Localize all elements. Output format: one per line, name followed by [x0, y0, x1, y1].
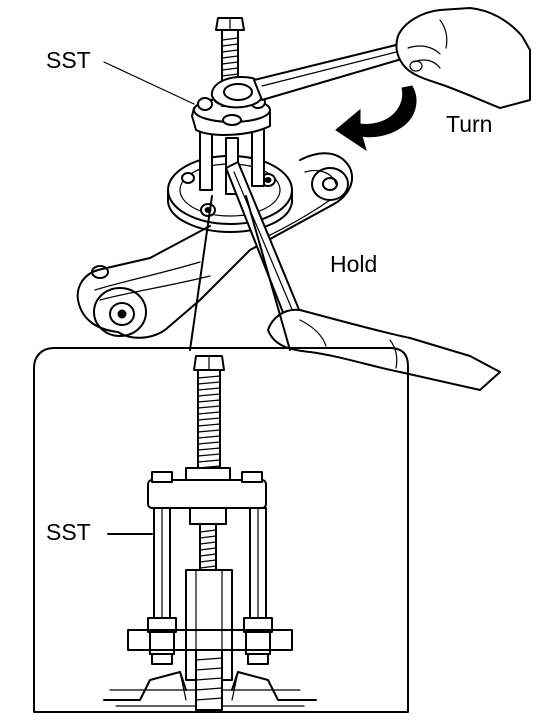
- wrench: [210, 43, 413, 109]
- curved-turn-arrow-icon: [335, 85, 417, 152]
- sst-leader-top: [103, 61, 195, 105]
- hand-turning: [395, 7, 531, 109]
- sst-label-inset: SST: [46, 519, 91, 545]
- callout-lines: [189, 195, 291, 351]
- detail-inset: [33, 347, 409, 713]
- sst-label-top: SST: [46, 47, 91, 73]
- hand-holding: [267, 308, 501, 391]
- hold-label: Hold: [330, 251, 377, 277]
- turn-label: Turn: [446, 111, 492, 137]
